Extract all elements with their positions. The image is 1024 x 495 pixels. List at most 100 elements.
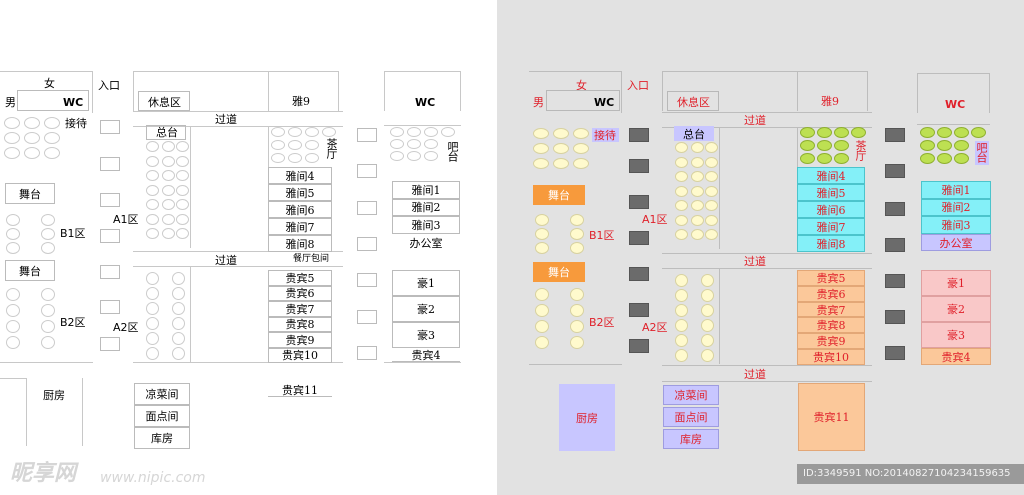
seat: [675, 319, 688, 332]
seat: [424, 151, 438, 161]
watermark-id: ID:3349591 NO:20140827104234159635: [803, 468, 1011, 479]
seat: [176, 170, 189, 181]
table-block: [885, 346, 905, 360]
table-block: [629, 339, 649, 353]
vip-room: 贵宾10: [268, 347, 332, 363]
seat: [162, 141, 175, 152]
zone-b2-label-c: B2区: [589, 316, 615, 329]
seat: [441, 127, 455, 137]
seat: [937, 127, 952, 138]
seat: [705, 200, 718, 211]
seat: [407, 139, 421, 149]
stage-upper: 舞台: [5, 183, 55, 204]
table-block: [885, 310, 905, 324]
seat: [705, 214, 718, 226]
seat: [701, 289, 714, 302]
table-block: [629, 159, 649, 173]
kitchen-c: 厨房: [559, 384, 615, 451]
seat: [41, 304, 55, 317]
table-block: [100, 300, 120, 314]
table-block: [885, 164, 905, 178]
seat: [146, 317, 159, 330]
seat: [834, 127, 849, 138]
ya-room-right: 雅间3: [392, 216, 460, 234]
seat: [570, 304, 584, 317]
watermark-brand: 昵享网: [10, 461, 77, 486]
vip11-room: 贵宾11: [268, 383, 332, 397]
pastry-room-c: 面点间: [663, 407, 719, 427]
lounge-label: 休息区: [148, 96, 181, 109]
seat: [533, 128, 549, 139]
entrance-label-c: 入口: [627, 79, 649, 92]
bar-label-c: 吧台: [975, 142, 988, 162]
seat: [691, 200, 704, 211]
seat: [176, 213, 189, 225]
ya-room-c: 雅间7: [797, 218, 865, 235]
entrance-label: 入口: [98, 79, 120, 92]
table-block: [629, 231, 649, 245]
vip-room-c: 贵宾10: [797, 349, 865, 365]
seat: [176, 199, 189, 210]
seat: [44, 132, 60, 144]
seat: [172, 317, 185, 330]
table-block: [885, 238, 905, 252]
office-c: 办公室: [921, 234, 991, 251]
seat: [675, 274, 688, 287]
seat: [162, 184, 175, 196]
seat: [535, 304, 549, 317]
seat: [24, 132, 40, 144]
stage-lower-c: 舞台: [533, 262, 585, 282]
table-block: [885, 202, 905, 216]
hao-room-c: 豪3: [921, 322, 991, 348]
seat: [146, 347, 159, 360]
table-block: [357, 128, 377, 142]
wc-box: [17, 90, 89, 111]
seat: [162, 228, 175, 239]
seat: [851, 127, 866, 138]
seat: [305, 127, 319, 137]
table-block: [885, 128, 905, 142]
seat: [390, 151, 404, 161]
front-desk-box: [146, 125, 186, 140]
seat: [675, 229, 688, 240]
ya-room-c: 雅间8: [797, 235, 865, 252]
seat: [24, 147, 40, 159]
bar-label: 吧台: [446, 141, 459, 161]
ya-room: 雅间5: [268, 184, 332, 201]
watermark-url: www.nipic.com: [100, 470, 206, 486]
zone-a1-label: A1区: [113, 213, 139, 226]
seat: [146, 155, 159, 167]
seat: [162, 199, 175, 210]
seat: [146, 228, 159, 239]
table-block: [100, 337, 120, 351]
table-block: [357, 310, 377, 324]
seat: [691, 214, 704, 226]
hao-room: 豪3: [392, 322, 460, 348]
seat: [675, 171, 688, 182]
seat: [172, 287, 185, 300]
vip11-room-c: 贵宾11: [798, 383, 865, 451]
seat: [41, 242, 55, 254]
seat: [146, 170, 159, 181]
table-block: [357, 201, 377, 215]
seat: [937, 140, 952, 151]
seat: [533, 143, 549, 154]
seat: [954, 127, 969, 138]
seat: [691, 185, 704, 197]
seat: [41, 336, 55, 349]
vip-room: 贵宾5: [268, 270, 332, 286]
seat: [675, 334, 688, 347]
seat: [4, 147, 20, 159]
seat: [407, 151, 421, 161]
ya-room-c: 雅间4: [797, 167, 865, 184]
ya9-label: 雅9: [292, 95, 310, 108]
tea-hall-label: 茶厅: [325, 138, 338, 158]
seat: [535, 242, 549, 254]
ya-room-right-c: 雅间3: [921, 216, 991, 234]
seat: [146, 302, 159, 315]
seat: [675, 200, 688, 211]
restaurant-private-label: 餐厅包间: [293, 254, 330, 264]
seat: [172, 272, 185, 285]
seat: [172, 302, 185, 315]
seat: [44, 117, 60, 129]
